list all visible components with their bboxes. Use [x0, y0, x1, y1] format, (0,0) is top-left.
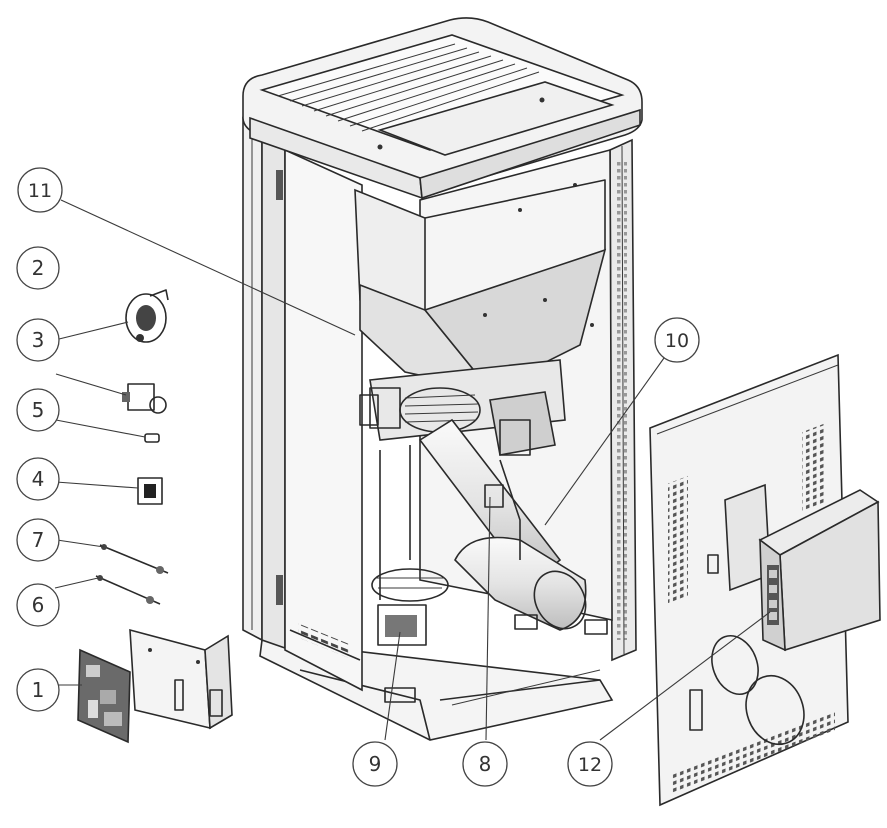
rear-panel: [649, 353, 881, 807]
callout-3-label: 3: [32, 328, 45, 352]
board-cover: [129, 628, 233, 730]
callout-6-label: 6: [32, 593, 45, 617]
callout-12: 12: [567, 741, 613, 787]
callout-5-label: 5: [32, 398, 45, 422]
burn-pot: [489, 391, 556, 456]
part-7-probe: [99, 544, 169, 574]
callout-11-label: 11: [28, 180, 52, 202]
callout-7: 7: [16, 518, 60, 562]
part-1-control-board: [77, 648, 131, 744]
leader-2: [54, 321, 129, 341]
callout-8: 8: [462, 741, 508, 787]
leader-5: [55, 419, 146, 438]
leader-6: [54, 577, 99, 589]
callout-9-label: 9: [369, 752, 382, 776]
callout-3: 3: [16, 318, 60, 362]
leader-11: [60, 199, 356, 336]
part-5-fuse: [144, 433, 160, 443]
callout-8-label: 8: [479, 752, 492, 776]
leader-12: [599, 611, 771, 741]
grille-icon: [277, 43, 540, 132]
callout-1: 1: [16, 668, 60, 712]
electrical-box: [758, 489, 881, 652]
lower-fan: [371, 568, 449, 646]
stove-body: [242, 17, 643, 741]
leader-lines: [54, 199, 771, 741]
callout-2: 2: [16, 246, 60, 290]
part-4-power-socket: [137, 477, 163, 505]
callout-6: 6: [16, 583, 60, 627]
callout-1-label: 1: [32, 678, 45, 702]
part-6-probe: [95, 575, 161, 605]
callout-2-label: 2: [32, 256, 45, 280]
callout-7-label: 7: [32, 528, 45, 552]
callout-12-label: 12: [578, 754, 602, 776]
part-3-thermostat: [122, 383, 167, 414]
vent-slots-left: [298, 623, 350, 659]
right-column-holes: [617, 160, 627, 640]
leader-7: [56, 539, 105, 548]
callout-10-label: 10: [665, 330, 689, 352]
part-2-pressure-switch: [125, 289, 169, 343]
callout-4-label: 4: [32, 467, 45, 491]
leader-3: [55, 373, 127, 396]
callout-11: 11: [17, 167, 63, 213]
callout-5: 5: [16, 388, 60, 432]
top-grille: [242, 17, 643, 200]
leader-8: [485, 496, 491, 741]
leader-9: [384, 631, 401, 741]
callout-10: 10: [654, 317, 700, 363]
leader-10: [544, 357, 665, 526]
callout-9: 9: [352, 741, 398, 787]
callout-4: 4: [16, 457, 60, 501]
leader-4: [55, 481, 139, 489]
